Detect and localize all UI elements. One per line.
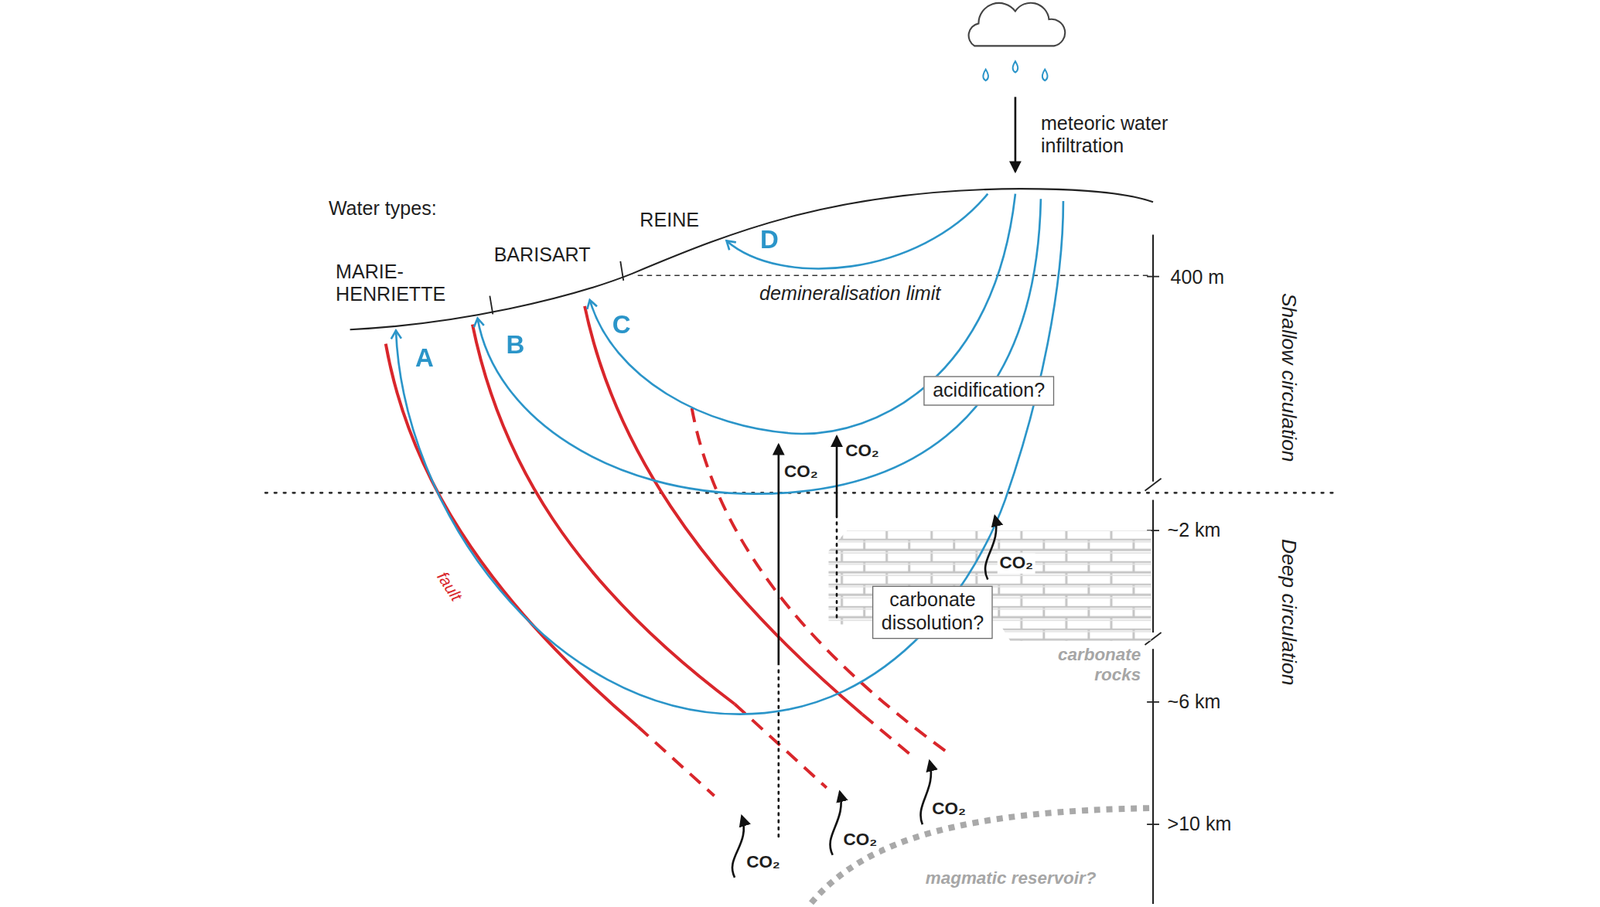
depth-label: ~6 km	[1165, 690, 1223, 714]
fault-label: fault	[431, 566, 467, 607]
path-letter: B	[504, 332, 527, 359]
legend-heading: Water types:	[326, 197, 439, 221]
limit-label: demineralisation limit	[757, 283, 942, 306]
box-text: acidification?	[932, 378, 1045, 401]
gas-label: CO₂	[843, 440, 882, 461]
depth-label: 400 m	[1168, 266, 1227, 289]
gas-label: CO₂	[997, 552, 1036, 574]
question-box: acidification?	[923, 375, 1055, 406]
water-type: REINE	[637, 209, 702, 232]
gas-label: CO₂	[781, 461, 820, 482]
path-letter: C	[610, 311, 633, 338]
gas-label: CO₂	[930, 798, 969, 819]
path-letter: A	[412, 345, 436, 372]
rock-label: carbonate rocks	[1055, 644, 1143, 686]
water-type: BARISART	[491, 243, 593, 267]
reservoir-label: magmatic reservoir?	[923, 868, 1099, 889]
gas-label: CO₂	[841, 829, 880, 850]
depth-label: ~2 km	[1165, 519, 1223, 543]
zone-label: Deep circulation	[1276, 536, 1300, 688]
question-box: carbonate dissolution?	[872, 586, 993, 639]
water-type: MARIE- HENRIETTE	[333, 261, 447, 307]
gas-label: CO₂	[744, 852, 783, 873]
box-text: carbonate dissolution?	[881, 589, 984, 636]
zone-label: Shallow circulation	[1276, 290, 1300, 464]
annotation: meteoric water infiltration	[1038, 112, 1212, 157]
depth-label: >10 km	[1165, 813, 1234, 836]
path-letter: D	[757, 227, 781, 253]
